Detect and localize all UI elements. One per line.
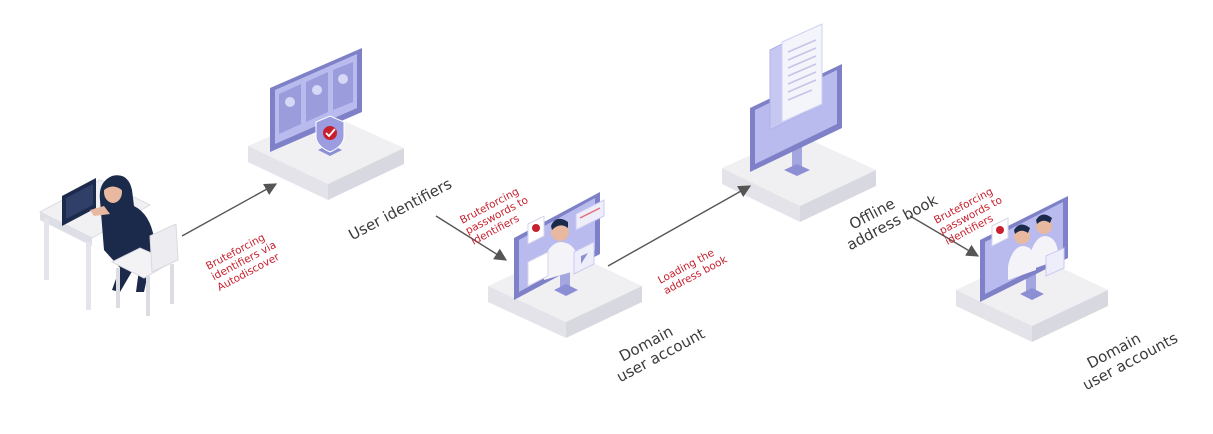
shield-check-icon <box>315 115 345 153</box>
user-identifiers-node <box>248 48 404 200</box>
domain-accounts-node <box>956 196 1108 342</box>
arrow-to-accounts <box>909 215 980 257</box>
arrow-to-account <box>435 215 508 261</box>
hacker-icon <box>38 175 179 316</box>
arrow-to-identifiers <box>181 183 278 237</box>
user-avatar-icon <box>544 218 578 280</box>
domain-account-node <box>488 192 642 338</box>
offline-book-node <box>722 23 876 222</box>
arrow-to-book <box>607 185 752 267</box>
document-icon <box>769 23 823 131</box>
